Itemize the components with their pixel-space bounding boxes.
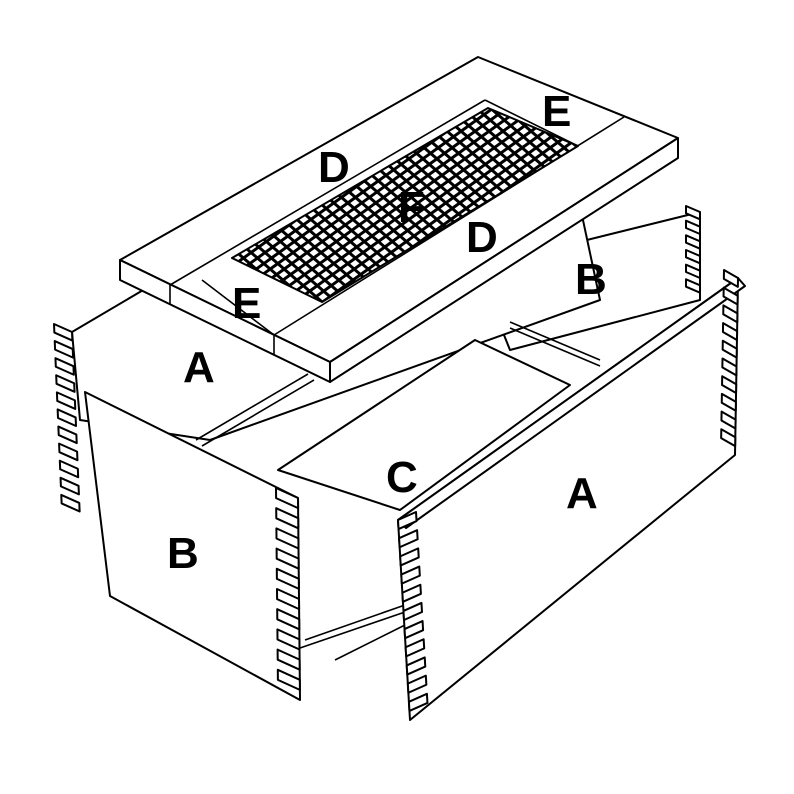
finger-joint [397,511,418,531]
finger-joint [685,234,701,250]
finger-joint [53,323,74,342]
bottom-panel [277,339,571,661]
finger-joint [720,392,737,412]
finger-joint [60,493,81,513]
finger-joint [721,375,738,395]
finger-joint [275,507,300,530]
finger-joints-left-back [53,323,81,513]
finger-joint [403,620,425,640]
label-lid-cleat-top: E [542,87,571,136]
finger-joint [405,656,427,676]
finger-joints-front-left [397,511,429,712]
finger-joint [685,205,701,221]
finger-joint [55,374,76,393]
finger-joint [685,263,701,279]
finger-joint [399,547,420,567]
finger-joint [276,588,301,611]
finger-joint [685,219,701,235]
finger-joints-right-end [685,205,701,294]
label-end-panel-right: B [575,255,607,304]
end-panel-left [53,323,301,701]
finger-joint [722,304,739,324]
label-side-panel-back: A [183,343,215,392]
label-side-panel-front: A [566,469,598,518]
finger-joint [721,357,738,377]
finger-joint [722,269,739,288]
finger-joint [721,339,738,359]
finger-joint [58,459,80,479]
label-lid-cleat-bottom: E [232,279,261,328]
side-panel-front [397,269,746,721]
finger-joint [276,668,301,691]
finger-joint [720,428,737,448]
finger-joint [56,408,77,427]
finger-joint [276,628,301,651]
label-bottom-panel: C [386,453,418,502]
finger-joint [54,357,75,376]
finger-joint [722,286,739,306]
finger-joint [276,608,301,631]
finger-joint [406,674,428,694]
finger-joint [402,601,423,621]
finger-joint [404,638,426,658]
finger-joints-left-end [275,487,301,691]
finger-joint [55,391,77,410]
label-end-panel-left: B [167,529,199,578]
finger-joint [401,583,422,603]
finger-joint [53,340,75,359]
finger-joint [400,565,421,585]
label-lid-board-right: D [466,213,498,262]
finger-joint [275,547,300,570]
finger-joint [407,692,429,712]
finger-joint [720,410,737,430]
finger-joint [57,425,78,445]
finger-joint [275,487,300,510]
finger-joint [275,567,300,590]
finger-joint [721,322,739,341]
label-mesh-panel: F [398,183,425,232]
finger-joint [59,476,80,496]
finger-joint [685,278,701,294]
finger-joint [275,527,300,550]
finger-joint [58,442,79,462]
finger-joint [276,648,301,671]
finger-joints-front-right [720,269,739,448]
finger-joint [685,249,701,265]
finger-joint [398,529,419,549]
label-lid-board-left: D [318,143,350,192]
